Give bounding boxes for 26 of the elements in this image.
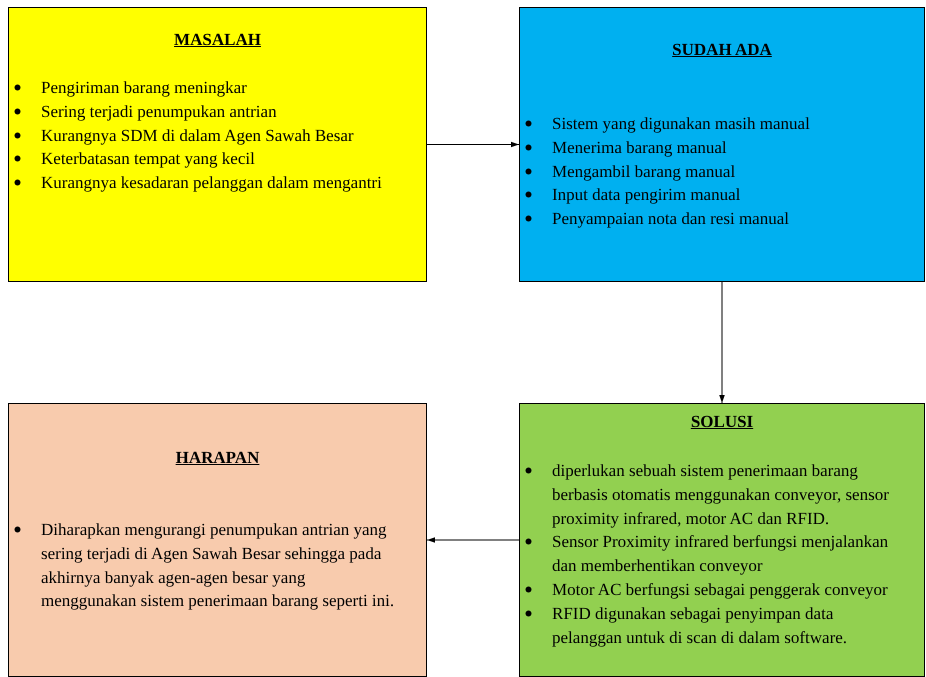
bullet-text: Diharapkan mengurangi penumpukan antrian yang sering terjadi di Agen Sawah Besar sehingga pada akhirnya banyak agen-agen besar yang menggunakan sistem penerimaan barang seperti ini.: [41, 520, 394, 610]
box-heading: HARAPAN: [174, 448, 260, 468]
bullet-text: Sering terjadi penumpukan antrian: [41, 102, 277, 121]
arrow: [426, 142, 520, 148]
text-box: [8, 7, 427, 282]
bullet-text: Penyampaian nota dan resi manual: [552, 209, 789, 228]
bullet-text: Kurangnya SDM di dalam Agen Sawah Besar: [41, 126, 354, 145]
box-heading: SUDAH ADA: [671, 40, 773, 60]
arrow: [426, 537, 520, 543]
bullet-text: Mengambil barang manual: [552, 162, 736, 181]
bullet-text: Menerima barang manual: [552, 138, 727, 157]
bullet-text: Sistem yang digunakan masih manual: [552, 114, 810, 133]
bullet-text: Input data pengirim manual: [552, 185, 740, 204]
bullet-text: RFID digunakan sebagai penyimpan data pelanggan untuk di scan di dalam software.: [552, 604, 848, 647]
bullet-text: Motor AC berfungsi sebagai penggerak conveyor: [552, 580, 888, 599]
bullet-text: Pengiriman barang meningkar: [41, 78, 247, 97]
box-heading: SOLUSI: [690, 412, 754, 432]
bullet-text: Kurangnya kesadaran pelanggan dalam mengantri: [41, 173, 382, 192]
text-box: [519, 403, 925, 677]
text-box: [8, 403, 427, 677]
arrow: [719, 282, 725, 404]
box-heading: MASALAH: [173, 30, 262, 50]
bullet-text: diperlukan sebuah sistem penerimaan barang berbasis otomatis menggunakan conveyor, sensor proximity infrared, motor AC dan RFID.: [552, 461, 889, 528]
text-box: [519, 7, 925, 282]
bullet-text: Sensor Proximity infrared berfungsi menjalankan dan memberhentikan conveyor: [552, 532, 888, 576]
bullet-text: Keterbatasan tempat yang kecil: [41, 149, 255, 168]
